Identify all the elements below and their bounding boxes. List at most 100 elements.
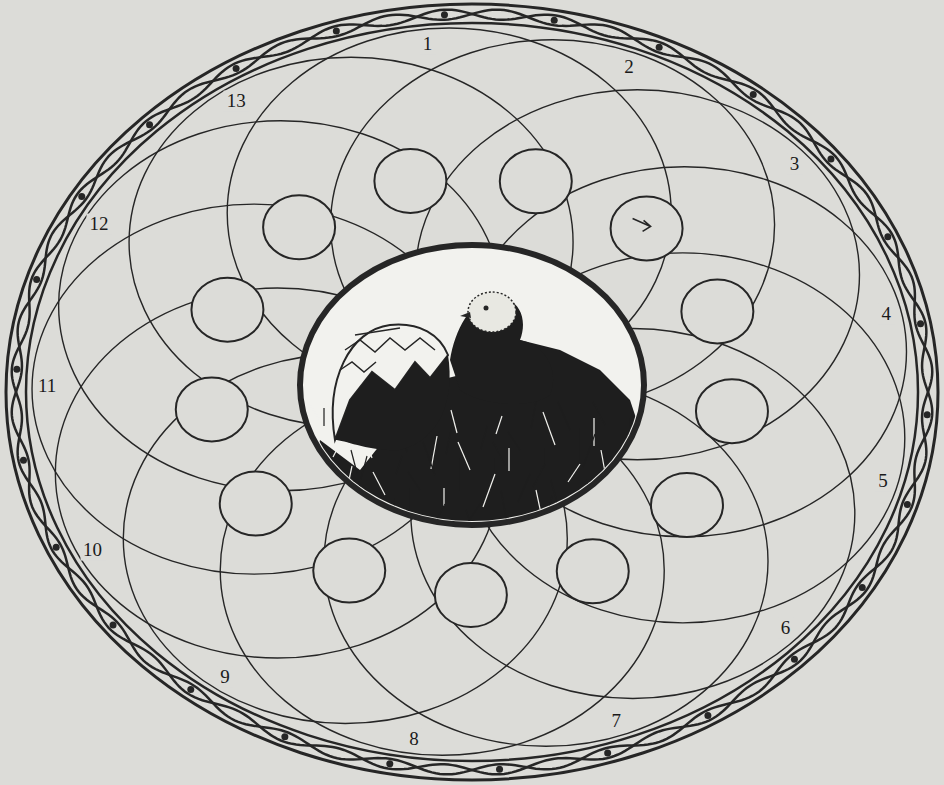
border-knot (791, 656, 798, 663)
border-knot (551, 17, 558, 24)
center-picture (300, 245, 650, 540)
grass-blade (496, 416, 502, 434)
border-knot (78, 193, 85, 200)
border-knot (859, 584, 866, 591)
grass-blade (631, 466, 637, 499)
grass-blade (308, 402, 320, 420)
grass-blade (443, 488, 444, 506)
grass-blade (578, 428, 579, 461)
border-knot (187, 686, 194, 693)
grass-blade (508, 432, 520, 450)
callout-number: 2 (621, 56, 637, 77)
grass-blade (316, 450, 322, 478)
grass-blade (323, 408, 324, 426)
answer-circle (263, 195, 335, 259)
grass-blade (601, 450, 607, 483)
border-wave (12, 10, 933, 775)
arrow-mark (633, 218, 651, 231)
grass-blade (546, 496, 552, 524)
grass-blade (551, 480, 557, 503)
answer-circle (191, 278, 263, 342)
callout-number: 4 (878, 303, 894, 324)
answer-circle (696, 379, 768, 443)
callout-number: 13 (224, 90, 249, 111)
grass-blade (458, 442, 470, 470)
border-knot (917, 320, 924, 327)
callout-number: 8 (406, 728, 422, 749)
grass-blade (493, 458, 494, 486)
grass-blade (558, 402, 570, 430)
grass-blade (616, 496, 622, 514)
callout-number: 11 (35, 376, 59, 397)
border-inner (26, 23, 918, 761)
chick-head (468, 292, 516, 332)
callout-number: 9 (217, 666, 233, 687)
grass-blade (508, 448, 509, 471)
answer-circle (500, 149, 572, 213)
grass-blade (458, 458, 459, 491)
callout-number: 3 (787, 154, 803, 175)
grass-blade (361, 456, 367, 479)
grass-blade (323, 482, 335, 515)
border-knot (704, 712, 711, 719)
grass-blade (536, 490, 542, 518)
border-knot (333, 28, 340, 35)
grass-blade (493, 442, 505, 465)
grass-blade (433, 504, 445, 527)
callout-number: 7 (609, 711, 625, 732)
grass-blade (543, 448, 544, 466)
callout-number: 6 (778, 618, 794, 639)
answer-circle (651, 473, 723, 537)
grass-blade (408, 472, 420, 490)
border-knot (827, 155, 834, 162)
chick-eye (484, 306, 489, 311)
grass-blade (518, 474, 530, 502)
circle-ring (32, 28, 906, 755)
grass-blade (618, 434, 630, 462)
border-knot (33, 276, 40, 283)
answer-circle (313, 539, 385, 603)
callout-number: 12 (86, 214, 111, 235)
grass-blade (628, 418, 629, 441)
border-knot (386, 760, 393, 767)
border-knot (656, 44, 663, 51)
border-knot (20, 457, 27, 464)
grass-blade (373, 472, 385, 495)
egg-pattern (340, 328, 435, 372)
grass-blade (468, 504, 480, 522)
grass-blade (408, 488, 409, 511)
grass-blade (466, 510, 472, 528)
grass-blade (568, 464, 580, 482)
border-knot (750, 91, 757, 98)
egg-inside (335, 355, 450, 450)
grass-blade (586, 480, 592, 498)
grass-blade (481, 426, 487, 449)
grass-blade (581, 496, 587, 519)
grass-blade (423, 442, 435, 475)
answer-circle (557, 539, 629, 603)
grass-blade (451, 410, 457, 433)
grass-blade (346, 466, 352, 494)
grass-blade (446, 426, 452, 454)
answer-circle (374, 149, 446, 213)
grass-blade (483, 474, 495, 507)
callout-number: 5 (875, 471, 891, 492)
answer-circle (611, 196, 683, 260)
border-knot (233, 65, 240, 72)
answer-circle (435, 563, 507, 627)
callout-number: 10 (80, 539, 105, 560)
grass-blade (501, 490, 507, 523)
border-knot (904, 501, 911, 508)
chick-beak (460, 312, 471, 318)
small-circles (176, 149, 768, 627)
border-knot (604, 749, 611, 756)
grass-blade (583, 434, 595, 467)
border-knot (884, 233, 891, 240)
grass-blade (351, 450, 357, 473)
border-knot (496, 766, 503, 773)
border-braid (6, 4, 938, 780)
border-knot (441, 11, 448, 18)
border-knot (281, 733, 288, 740)
